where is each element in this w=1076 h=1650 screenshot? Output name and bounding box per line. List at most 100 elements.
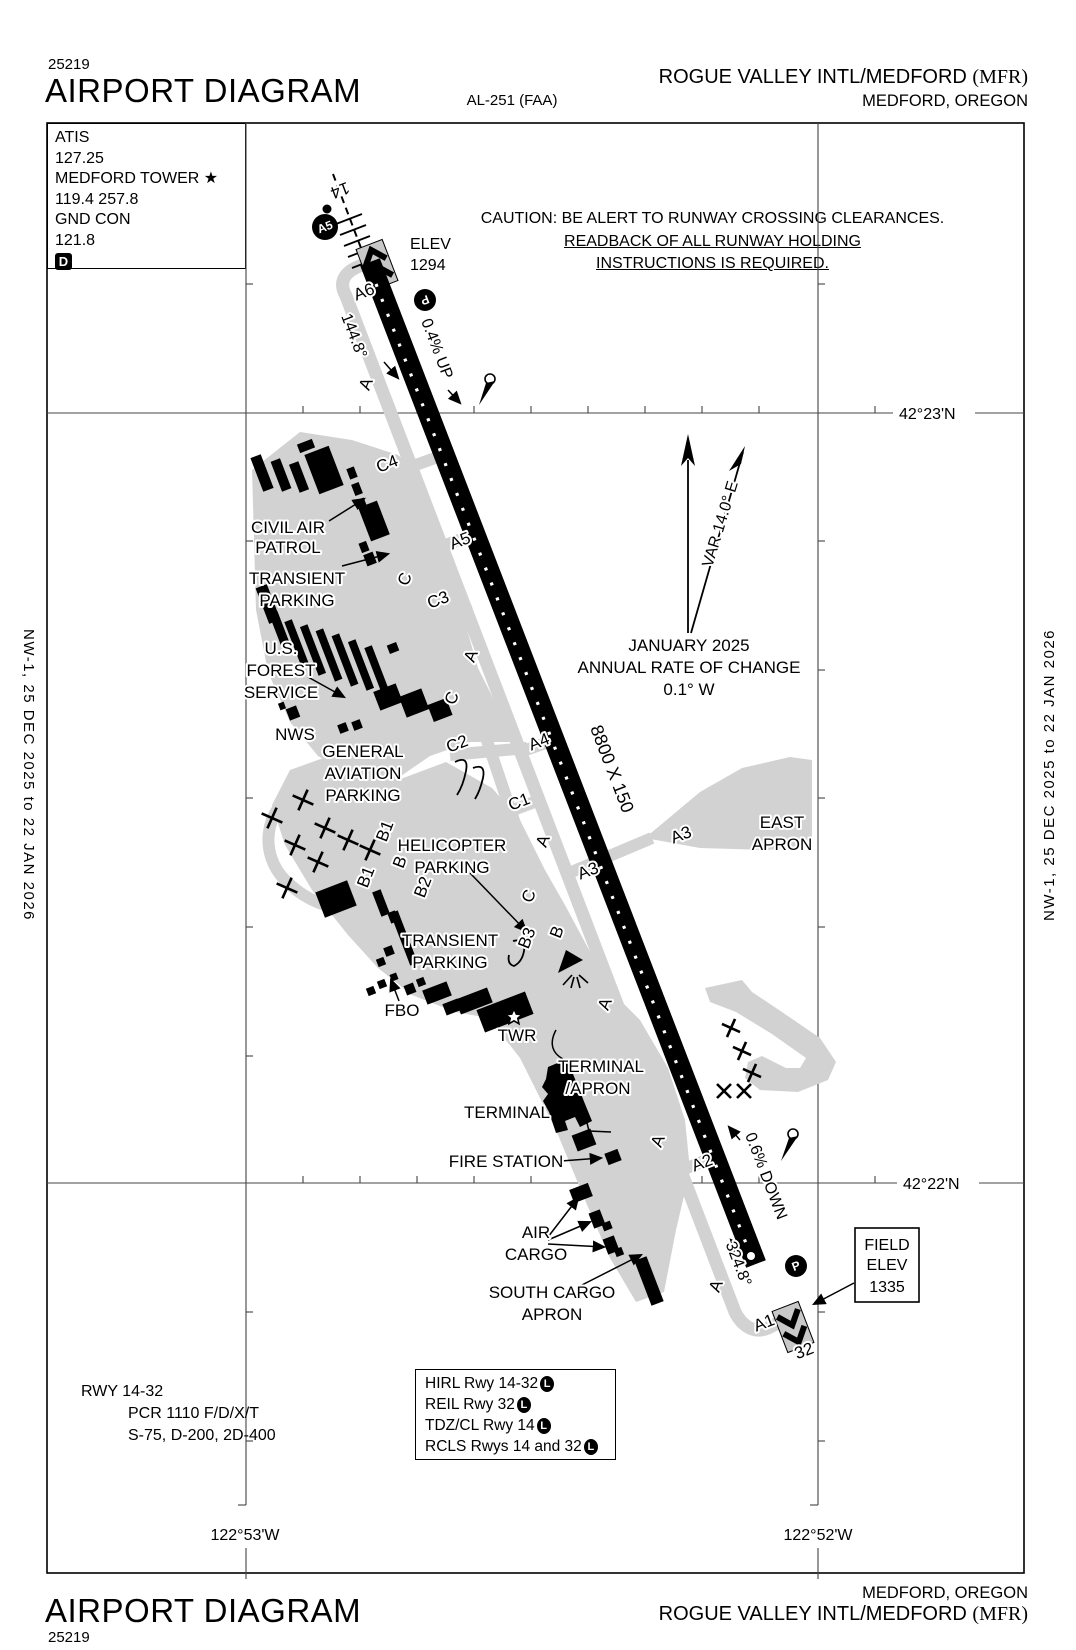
air-cargo-label: AIR [522, 1223, 550, 1242]
atis-frequency: 127.25 [55, 149, 104, 167]
nws-label: NWS [275, 725, 315, 744]
beacon-icon [558, 950, 589, 989]
east-apron-label: APRON [752, 835, 812, 854]
field-elev-box: FIELD ELEV 1335 [854, 1227, 920, 1303]
label-arrows [307, 361, 855, 1306]
transient-parking-label: TRANSIENT [249, 569, 345, 588]
closed-pavement-east [705, 980, 836, 1092]
tower-frequency: 119.4 257.8 [55, 190, 139, 208]
chart-number-top: 25219 [48, 56, 90, 73]
airport-city-top: MEDFORD, OREGON [862, 92, 1028, 110]
usfs-label: U.S. [264, 639, 297, 658]
variation-value: VAR 14.0° E [700, 479, 742, 569]
buildings [250, 438, 664, 1306]
pilot-lighting-icon: L [516, 1396, 531, 1413]
hold-circle-a5 [312, 214, 338, 240]
fbo-label: FBO [385, 1001, 420, 1020]
map-symbols: A5 P P [312, 204, 807, 1277]
effective-date-right: NW-1, 25 DEC 2025 to 22 JAN 2026 [1041, 629, 1058, 921]
field-elev-l1: FIELD [864, 1237, 909, 1254]
connector-c2 [449, 742, 528, 761]
east-apron-label: EAST [760, 813, 804, 832]
runway-surface [360, 258, 766, 1268]
elev-14-label: ELEV [410, 236, 451, 253]
variation-date: JANUARY 2025 [628, 636, 749, 655]
wind-cone-north [479, 373, 496, 405]
runway-strength: S-75, D-200, 2D-400 [128, 1427, 276, 1444]
page-title-footer: AIRPORT DIAGRAM [45, 1592, 362, 1629]
transient-parking-label: PARKING [259, 591, 334, 610]
longitude-label-1: 122°53'W [210, 1527, 280, 1544]
wind-cone-south [781, 1128, 799, 1161]
civil-air-patrol-label: PATROL [255, 538, 321, 557]
effective-date-left: NW-1, 25 DEC 2025 to 22 JAN 2026 [20, 629, 37, 921]
air-cargo-label: CARGO [505, 1245, 567, 1264]
field-elev-l2: ELEV [867, 1257, 908, 1274]
fire-station-building [604, 1148, 622, 1166]
hold-dot [322, 204, 332, 214]
variation-rate: ANNUAL RATE OF CHANGE [578, 658, 801, 677]
terminal-apron-leader [551, 1029, 564, 1060]
variation-arrow [690, 446, 745, 634]
usfs-label: SERVICE [244, 683, 318, 702]
usfs-label: FOREST [247, 661, 316, 680]
pilot-lighting-icon: L [540, 1375, 555, 1392]
transient-parking2-label: PARKING [412, 953, 487, 972]
caution-line2: READBACK OF ALL RUNWAY HOLDING [564, 232, 861, 250]
south-cargo-label: SOUTH CARGO [489, 1283, 616, 1302]
terminal-leader [574, 1115, 612, 1133]
page-title: AIRPORT DIAGRAM [45, 72, 362, 109]
taxiway-c-path [390, 468, 546, 900]
connector-c1 [505, 792, 548, 818]
taxiway-b-path [328, 852, 560, 944]
airport-name-top: ROGUE VALLEY INTL/MEDFORD (MFR) [528, 66, 1028, 89]
east-apron-shape [645, 757, 812, 850]
ga-parking-label: PARKING [325, 786, 400, 805]
airport-city-bottom: MEDFORD, OREGON [862, 1584, 1028, 1602]
south-cargo-building [634, 1256, 664, 1306]
al-number: AL-251 (FAA) [466, 92, 558, 109]
latitude-label-1: 42°23'N [899, 406, 956, 423]
parking-hook-icons [454, 759, 526, 967]
tower-star: ★ [203, 170, 219, 187]
elev-14-value: 1294 [410, 257, 446, 274]
caution-line1: CAUTION: BE ALERT TO RUNWAY CROSSING CLE… [480, 210, 945, 227]
south-cargo-label: APRON [522, 1305, 582, 1324]
airport-name-bottom: ROGUE VALLEY INTL/MEDFORD (MFR) [528, 1603, 1028, 1626]
airport-name-text: ROGUE VALLEY INTL/MEDFORD [658, 66, 973, 88]
closed-taxiway-x-marks [261, 789, 762, 1099]
ga-parking-label: AVIATION [325, 764, 402, 783]
longitude-label-2: 122°52'W [783, 1527, 853, 1544]
helicopter-parking-label: HELICOPTER [398, 836, 507, 855]
latitude-label-2: 42°22'N [903, 1176, 960, 1193]
runway-14-number: 14 [328, 178, 352, 203]
clearance-delivery-icon: D [55, 253, 72, 270]
caution-line3: INSTRUCTIONS IS REQUIRED. [596, 255, 829, 272]
runway-dimensions: 8800 X 150 [586, 722, 638, 815]
ground-label: GND CON [55, 211, 131, 228]
caution-note: CAUTION: BE ALERT TO RUNWAY CROSSING CLE… [455, 208, 970, 276]
airport-icao: (MFR) [972, 1603, 1028, 1625]
graticule-lines [47, 123, 1024, 1579]
tower-label-map: TWR [498, 1026, 537, 1045]
pilot-lighting-icon: L [536, 1417, 551, 1434]
pilot-lighting-icon: L [583, 1438, 598, 1455]
northwest-apron [252, 432, 512, 780]
terminal-apron-label: TERMINAL [558, 1057, 644, 1076]
ga-parking-label: GENERAL [322, 742, 403, 761]
ga-apron [272, 752, 610, 1020]
terminal-apron-label: /APRON [565, 1079, 630, 1098]
variation-rate-value: 0.1° W [663, 680, 714, 699]
tower-label: MEDFORD TOWER ★ [55, 170, 219, 187]
displaced-threshold-32 [771, 1300, 815, 1354]
pad-circle-14 [414, 289, 436, 311]
terminal-label: TERMINAL [464, 1103, 550, 1122]
atis-label: ATIS [55, 129, 90, 146]
tower-star-icon [504, 1007, 524, 1026]
